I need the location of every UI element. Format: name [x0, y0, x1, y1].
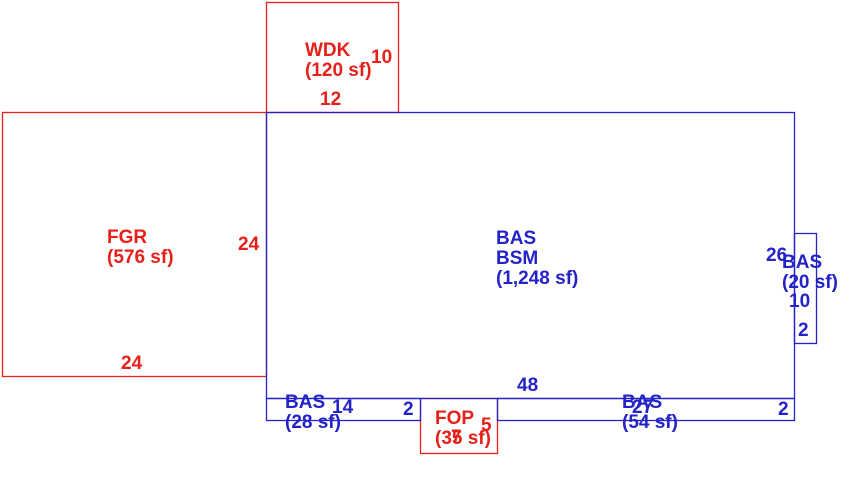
bas-mid-strip-outline — [496, 397, 796, 422]
wdk-height-dimension: 10 — [371, 47, 392, 68]
bas-mid-strip-height-dimension: 2 — [778, 399, 789, 420]
fgr-width-dimension: 24 — [121, 353, 143, 374]
fgr-area-label: (576 sf) — [107, 247, 174, 268]
wdk-area-label: (120 sf) — [305, 60, 372, 81]
fop-area-label: (35 sf) — [435, 428, 491, 449]
fop-depth-dimension: 5 — [481, 415, 492, 436]
bas-left-strip-width-dimension: 14 — [332, 397, 354, 418]
wdk-code-label: WDK — [305, 40, 351, 61]
bas-mid-strip-area-label: (54 sf) — [622, 412, 678, 433]
main-code-label: BAS — [496, 228, 536, 249]
bas-right-height-dimension: 10 — [789, 291, 810, 312]
main-code2-label: BSM — [496, 248, 538, 269]
fgr-height-dimension: 24 — [238, 234, 260, 255]
bas-right-outline — [793, 232, 818, 345]
bas-mid-strip-code-label: BAS — [622, 392, 662, 413]
main-width-dimension: 48 — [517, 375, 538, 396]
bas-left-strip-outline — [265, 397, 422, 422]
fop-width-dimension: 7 — [451, 427, 462, 448]
main-area-label: (1,248 sf) — [496, 268, 578, 289]
bas-left-strip-code-label: BAS — [285, 392, 325, 413]
fop-code-label: FOP — [435, 408, 474, 429]
bas-right-area-label: (20 sf) — [782, 272, 838, 293]
bas-right-code-label: BAS — [782, 252, 822, 273]
wdk-width-dimension: 12 — [320, 89, 341, 110]
bas-left-strip-area-label: (28 sf) — [285, 412, 341, 433]
fgr-code-label: FGR — [107, 227, 147, 248]
bas-mid-strip-width-dimension: 27 — [632, 397, 653, 418]
bas-right-width-dimension: 2 — [798, 320, 809, 341]
main-height-dimension: 26 — [766, 245, 787, 266]
bas-left-strip-height-dimension: 2 — [403, 399, 414, 420]
